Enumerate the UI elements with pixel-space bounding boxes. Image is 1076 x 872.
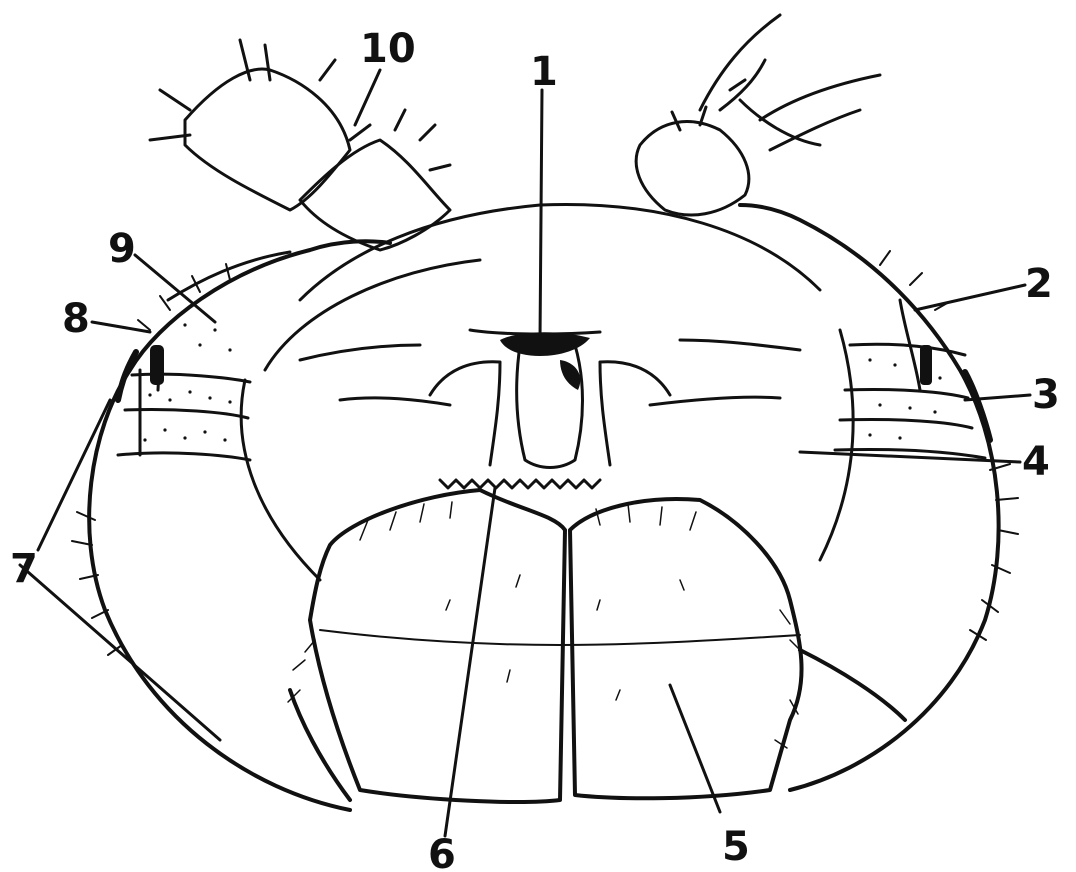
- right-lateral-bands: [835, 300, 985, 458]
- lower-plates: [290, 490, 905, 802]
- leader-10: [355, 70, 380, 125]
- label-1: 1: [530, 49, 558, 95]
- label-9: 9: [108, 226, 136, 272]
- leader-1: [540, 90, 542, 340]
- outer-hairs: [72, 251, 1018, 655]
- leader-6: [445, 488, 495, 836]
- label-5: 5: [722, 824, 750, 870]
- label-10: 10: [360, 26, 416, 72]
- label-7: 7: [10, 546, 38, 592]
- leader-9: [135, 255, 215, 322]
- leader-5: [670, 685, 720, 812]
- label-3: 3: [1032, 372, 1060, 418]
- label-8: 8: [62, 296, 90, 342]
- leader-4: [800, 452, 1020, 462]
- right-palp: [636, 15, 880, 215]
- leader-7: [20, 565, 220, 740]
- inner-ring: [241, 204, 853, 580]
- outer-body-outline: [89, 205, 998, 810]
- leader-2: [915, 285, 1025, 310]
- left-lateral-bands: [118, 252, 290, 460]
- left-band-stipple: [143, 323, 231, 441]
- leader-7b: [38, 400, 110, 550]
- labial-teeth: [440, 480, 600, 488]
- label-6: 6: [428, 832, 456, 872]
- label-4: 4: [1022, 439, 1050, 485]
- lower-plate-hatching: [288, 502, 800, 748]
- mouth-shading: [500, 332, 590, 390]
- label-2: 2: [1025, 261, 1053, 307]
